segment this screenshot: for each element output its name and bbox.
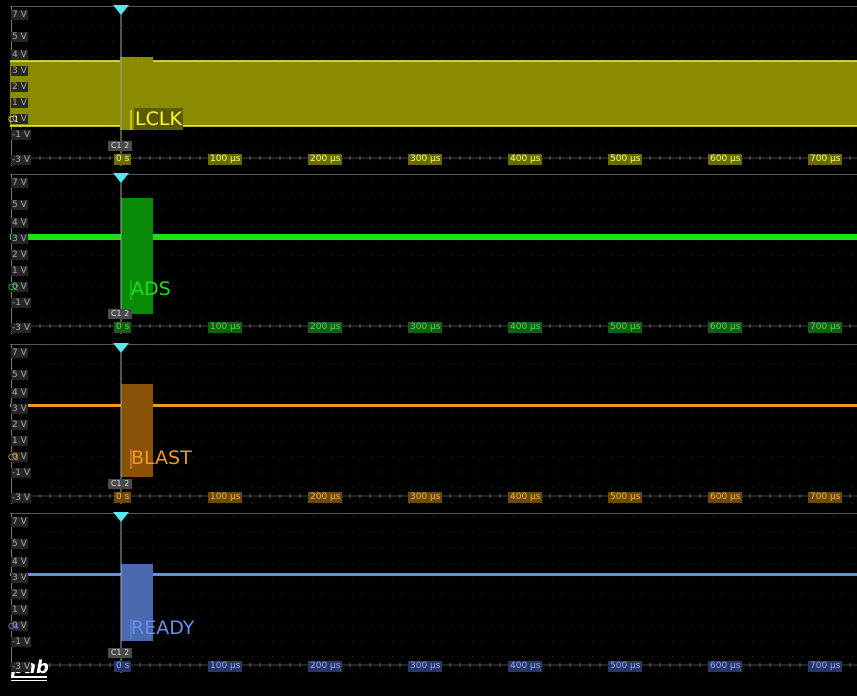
y-axis-label: 7 V (11, 10, 28, 20)
y-axis-label: -3 V (11, 662, 31, 672)
y-axis-label: 5 V (11, 370, 28, 380)
x-axis-label: 300 µs (408, 492, 443, 503)
trigger-marker-icon[interactable] (113, 343, 129, 353)
x-axis-label: 100 µs (208, 154, 243, 165)
channel-marker[interactable]: C1 (8, 115, 19, 124)
x-axis-label: 600 µs (708, 492, 743, 503)
signal-label-ready: READY (131, 617, 195, 639)
y-axis-label: -3 V (11, 493, 31, 503)
x-axis-label: 300 µs (408, 154, 443, 165)
cursor-label[interactable]: C1 2 (108, 141, 132, 151)
y-axis-label: 2 V (11, 589, 28, 599)
x-axis-label: 300 µs (408, 322, 443, 333)
x-axis-label: 100 µs (208, 492, 243, 503)
x-axis-label: 400 µs (508, 661, 543, 672)
y-axis-label: 5 V (11, 32, 28, 42)
y-axis-label: -1 V (11, 298, 31, 308)
y-axis-label: 0 V (11, 282, 28, 292)
x-axis-label: 200 µs (308, 661, 343, 672)
x-axis-label: 500 µs (608, 661, 643, 672)
y-axis-label: 7 V (11, 517, 28, 527)
x-axis-label: 0 s (114, 661, 132, 672)
x-axis-label: 600 µs (708, 661, 743, 672)
scope-panel-ads[interactable] (10, 174, 857, 334)
y-axis-label: 0 V (11, 114, 28, 124)
baseline-trace (10, 404, 857, 407)
y-axis-label: -1 V (11, 130, 31, 140)
y-axis-label: 3 V (11, 573, 28, 583)
y-axis-label: 2 V (11, 420, 28, 430)
signal-label-ads: ADS (131, 278, 171, 300)
waveform-ready (10, 513, 857, 673)
x-axis-label: 500 µs (608, 322, 643, 333)
x-axis-label: 0 s (114, 322, 132, 333)
y-axis-label: 1 V (11, 605, 28, 615)
channel-marker[interactable]: C3 (8, 453, 19, 462)
baseline-trace (10, 573, 857, 576)
x-axis-label: 400 µs (508, 322, 543, 333)
x-axis-label: 500 µs (608, 154, 643, 165)
y-axis-label: 2 V (11, 82, 28, 92)
cursor-label[interactable]: C1 2 (108, 309, 132, 319)
y-axis-label: 3 V (11, 404, 28, 414)
y-axis-label: 4 V (11, 50, 28, 60)
x-axis-label: 700 µs (808, 492, 843, 503)
x-axis-label: 300 µs (408, 661, 443, 672)
x-axis-label: 500 µs (608, 492, 643, 503)
x-axis-label: 200 µs (308, 154, 343, 165)
scope-panel-blast[interactable] (10, 344, 857, 504)
trigger-marker-icon[interactable] (113, 512, 129, 522)
y-axis-label: 4 V (11, 388, 28, 398)
x-axis-label: 200 µs (308, 492, 343, 503)
waveform-lclk (10, 6, 857, 166)
y-axis-label: 5 V (11, 539, 28, 549)
waveform-blast (10, 344, 857, 504)
channel-marker[interactable]: C4 (8, 622, 19, 631)
trigger-marker-icon[interactable] (113, 5, 129, 15)
scope-panel-lclk[interactable] (10, 6, 857, 166)
x-axis-label: 200 µs (308, 322, 343, 333)
y-axis-label: 2 V (11, 250, 28, 260)
y-axis-label: 0 V (11, 452, 28, 462)
y-axis-label: 4 V (11, 218, 28, 228)
waveform-ads (10, 174, 857, 334)
y-axis-label: 7 V (11, 178, 28, 188)
x-axis-label: 400 µs (508, 492, 543, 503)
x-axis-label: 100 µs (208, 661, 243, 672)
baseline-trace (10, 234, 857, 240)
y-axis-label: -3 V (11, 323, 31, 333)
y-axis-label: 3 V (11, 66, 28, 76)
y-axis-label: 1 V (11, 266, 28, 276)
pulse-burst (121, 384, 153, 477)
x-axis-label: 700 µs (808, 661, 843, 672)
y-axis-label: 7 V (11, 348, 28, 358)
x-axis-label: 100 µs (208, 322, 243, 333)
x-axis-label: 0 s (114, 492, 132, 503)
cursor-label[interactable]: C1 2 (108, 648, 132, 658)
x-axis-label: 600 µs (708, 322, 743, 333)
signal-label-blast: BLAST (131, 447, 192, 469)
y-axis-label: 3 V (11, 234, 28, 244)
x-axis-label: 600 µs (708, 154, 743, 165)
pulse-burst (121, 564, 153, 641)
x-axis-label: 700 µs (808, 154, 843, 165)
y-axis-label: 5 V (11, 200, 28, 210)
y-axis-label: -1 V (11, 637, 31, 647)
channel-marker[interactable]: C2 (8, 283, 19, 292)
y-axis-label: -3 V (11, 155, 31, 165)
y-axis-label: 4 V (11, 557, 28, 567)
signal-label-lclk: LCLK (134, 108, 183, 130)
y-axis-label: 1 V (11, 98, 28, 108)
x-axis-label: 400 µs (508, 154, 543, 165)
y-axis-label: -1 V (11, 468, 31, 478)
x-axis-label: 0 s (114, 154, 132, 165)
cursor-label[interactable]: C1 2 (108, 479, 132, 489)
y-axis-label: 1 V (11, 436, 28, 446)
scope-panel-ready[interactable] (10, 513, 857, 673)
trigger-marker-icon[interactable] (113, 173, 129, 183)
x-axis-label: 700 µs (808, 322, 843, 333)
y-axis-label: 0 V (11, 621, 28, 631)
pulse-burst (121, 198, 153, 314)
